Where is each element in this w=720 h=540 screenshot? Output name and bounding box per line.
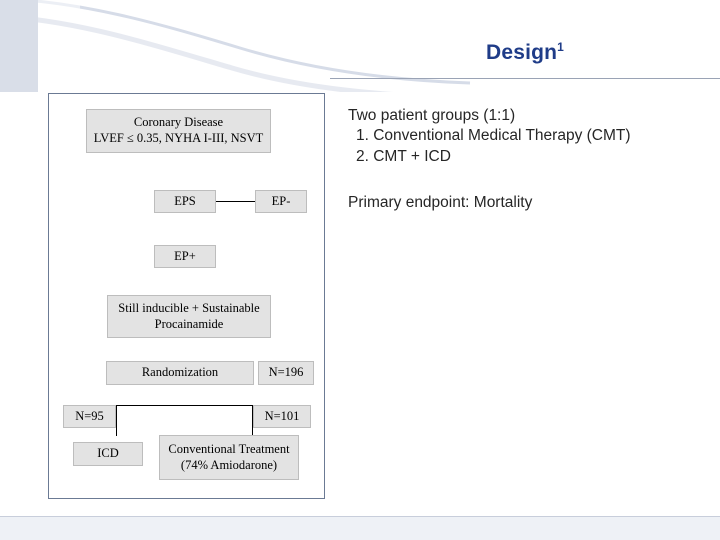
- node-randomization: Randomization: [106, 361, 254, 385]
- node-line-1: N=95: [75, 408, 104, 423]
- content-line-endpoint: Primary endpoint: Mortality: [348, 194, 533, 212]
- node-n-95: N=95: [63, 405, 116, 428]
- node-n-101: N=101: [253, 405, 311, 428]
- content-line-arm-1: 1. Conventional Medical Therapy (CMT): [356, 127, 631, 145]
- node-icd: ICD: [73, 442, 143, 466]
- header-left-block: [0, 0, 38, 92]
- connector-split-left-vertical: [116, 405, 117, 436]
- node-line-2: Procainamide: [154, 316, 224, 331]
- node-line-1: Coronary Disease: [133, 115, 224, 130]
- study-design-diagram: Coronary Disease LVEF ≤ 0.35, NYHA I-III…: [48, 93, 325, 499]
- footer-band: [0, 517, 720, 540]
- connector-eps-to-ep-negative: [216, 201, 255, 202]
- connector-split-right-vertical: [252, 405, 253, 436]
- footer-divider: [0, 516, 720, 517]
- node-line-2: (74% Amiodarone): [180, 457, 278, 472]
- node-line-1: Conventional Treatment: [168, 441, 290, 456]
- content-column: Two patient groups (1:1) 1. Conventional…: [348, 106, 720, 214]
- content-line-groups: Two patient groups (1:1): [348, 107, 516, 124]
- node-eps: EPS: [154, 190, 216, 213]
- node-conventional-treatment: Conventional Treatment (74% Amiodarone): [159, 435, 299, 480]
- content-spacer: [348, 167, 720, 193]
- node-line-1: EP-: [271, 193, 291, 208]
- node-line-1: ICD: [97, 446, 119, 461]
- node-line-1: Still inducible + Sustainable: [118, 300, 260, 315]
- node-line-1: EP+: [174, 248, 196, 263]
- node-ep-negative: EP-: [255, 190, 307, 213]
- node-coronary-disease: Coronary Disease LVEF ≤ 0.35, NYHA I-III…: [86, 109, 271, 153]
- node-line-2: LVEF ≤ 0.35, NYHA I-III, NSVT: [93, 131, 264, 145]
- page-title: Design1: [330, 40, 720, 65]
- content-line-arm-2: 2. CMT + ICD: [356, 147, 451, 165]
- title-underline: [330, 78, 720, 79]
- connector-split-horizontal: [116, 405, 253, 406]
- node-still-inducible: Still inducible + Sustainable Procainami…: [107, 295, 271, 338]
- node-line-1: Randomization: [141, 365, 219, 380]
- page-title-text: Design: [485, 41, 558, 64]
- node-ep-positive: EP+: [154, 245, 216, 268]
- node-line-1: EPS: [174, 193, 196, 208]
- node-line-1: N=196: [268, 365, 304, 380]
- node-line-1: N=101: [264, 408, 300, 423]
- page-title-superscript: 1: [557, 40, 565, 54]
- node-n-196: N=196: [258, 361, 314, 385]
